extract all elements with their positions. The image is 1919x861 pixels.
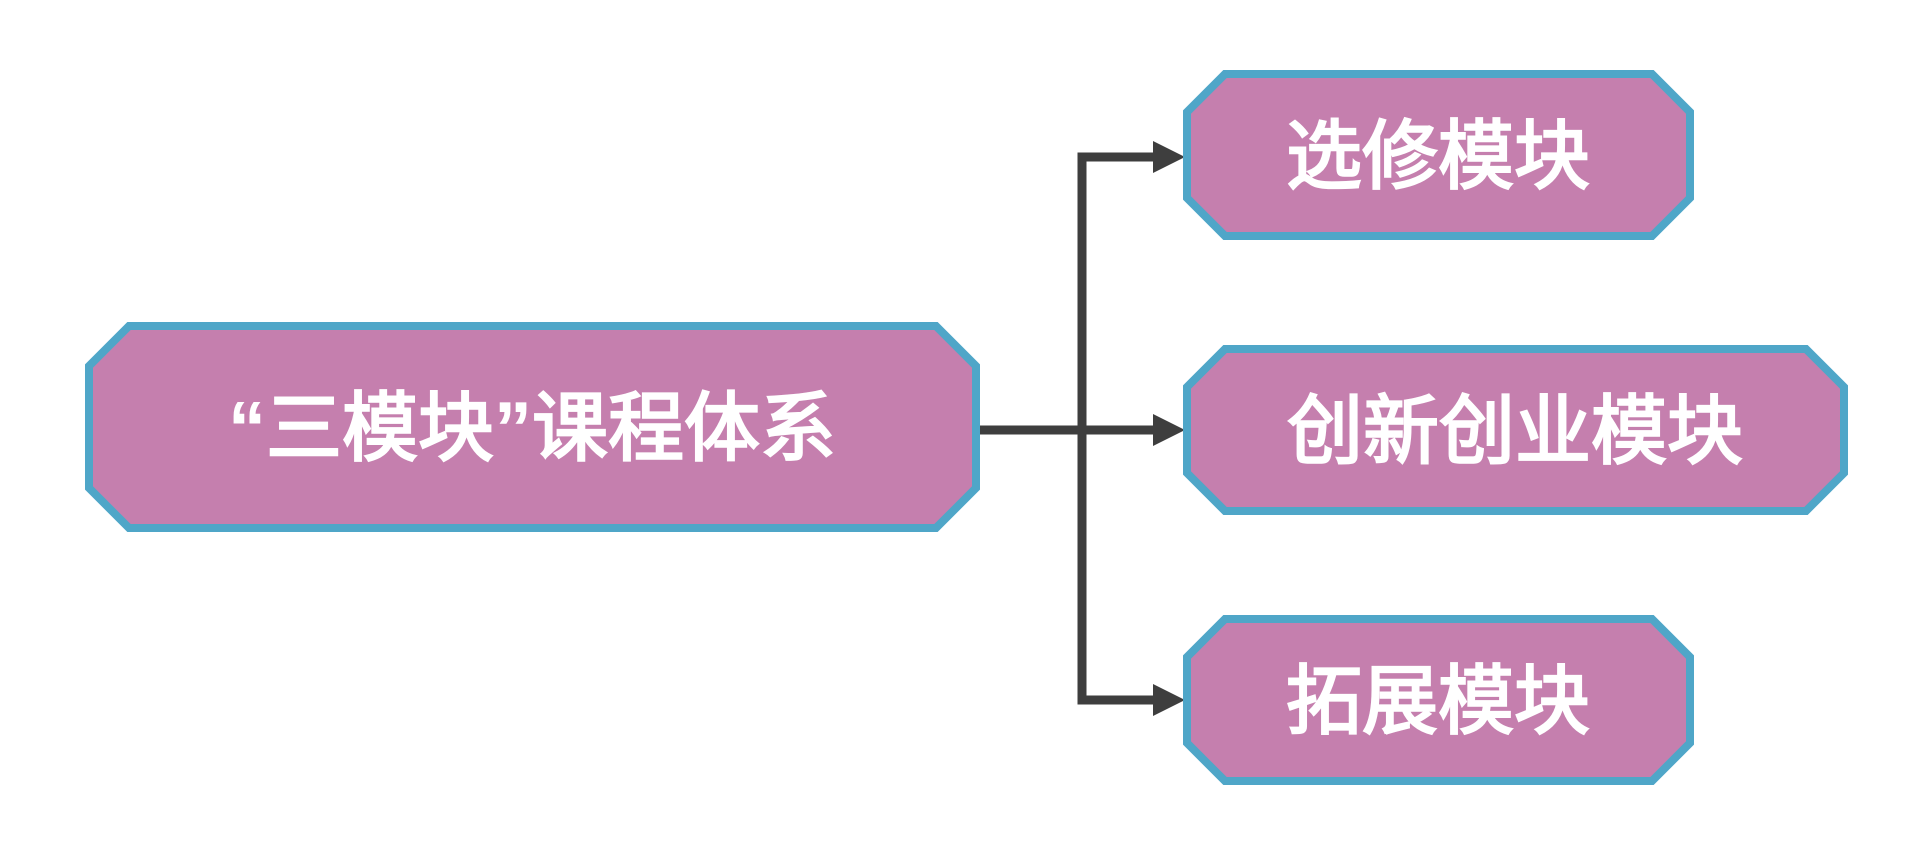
elective-node-label: 选修模块 <box>1286 114 1590 199</box>
connector-trunk-branches <box>1077 152 1153 705</box>
root-node-shape <box>85 322 980 532</box>
node-innovation: 创新创业模块 <box>1183 345 1848 515</box>
root-node-label: “三模块”课程体系 <box>228 386 836 471</box>
innovation-node-shape <box>1183 345 1848 515</box>
node-root: “三模块”课程体系 <box>85 322 980 532</box>
node-elective: 选修模块 <box>1183 70 1694 240</box>
elective-node-shape <box>1183 70 1694 240</box>
innovation-node-label: 创新创业模块 <box>1287 389 1743 474</box>
arrowhead-innovation-icon <box>1153 414 1185 446</box>
node-expansion: 拓展模块 <box>1183 615 1694 785</box>
expansion-node-shape <box>1183 615 1694 785</box>
arrowhead-elective-icon <box>1153 141 1185 173</box>
connector-group <box>980 141 1185 716</box>
expansion-node-label: 拓展模块 <box>1286 659 1590 744</box>
arrowhead-expansion-icon <box>1153 684 1185 716</box>
